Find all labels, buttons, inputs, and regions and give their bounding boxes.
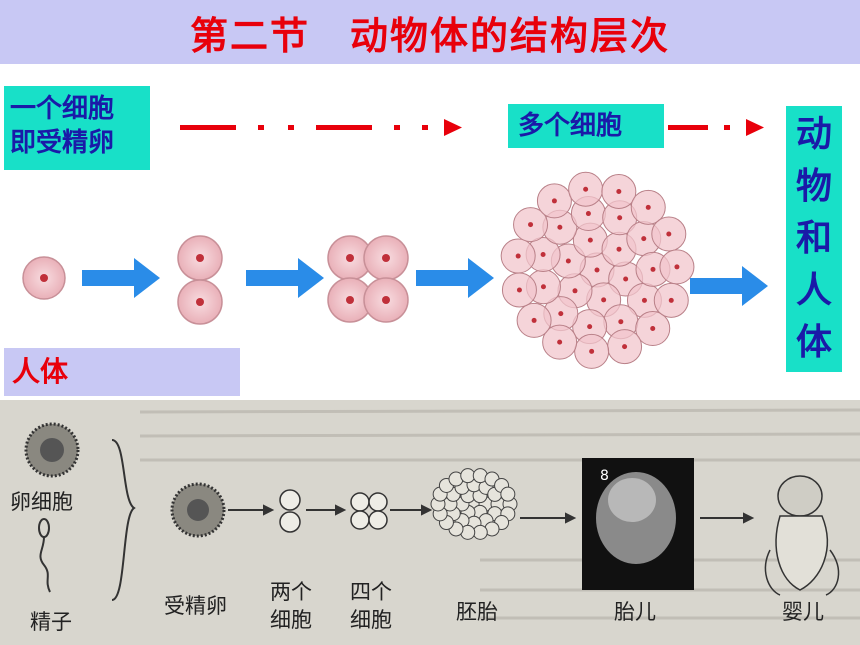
title-bar: 第二节 动物体的结构层次 bbox=[0, 0, 860, 64]
sperm-label: 精子 bbox=[30, 610, 72, 634]
fetus-label: 胎儿 bbox=[614, 600, 656, 624]
cluster-cell-nucleus bbox=[540, 252, 546, 258]
baby-label: 婴儿 bbox=[782, 600, 824, 624]
four-cells-icon bbox=[350, 492, 388, 530]
cluster-cell-nucleus bbox=[601, 297, 607, 303]
sperm-icon bbox=[38, 518, 51, 593]
multi-cell-cluster bbox=[500, 171, 695, 369]
cluster-cell-nucleus bbox=[589, 348, 595, 354]
blue-arrow bbox=[690, 266, 768, 306]
embryo-cell bbox=[460, 468, 476, 484]
baby-icon bbox=[764, 475, 840, 596]
cluster-cell-nucleus bbox=[558, 311, 564, 317]
animal-body-box: 动 物 和 人 体 bbox=[786, 106, 842, 372]
egg-label: 卵细胞 bbox=[10, 490, 73, 514]
human-body-label-text: 人体 bbox=[12, 355, 69, 388]
cluster-cell-nucleus bbox=[668, 297, 674, 303]
cluster-cell-nucleus bbox=[618, 319, 624, 325]
cluster-cell-nucleus bbox=[623, 276, 629, 282]
human-development-photo: 8 卵细胞 精子 受精卵 两个 细胞 四个 细胞 胚胎 胎儿 婴儿 bbox=[0, 400, 860, 645]
cluster-cell-nucleus bbox=[587, 237, 593, 243]
cell-division-diagram bbox=[22, 119, 768, 369]
two-cells-label-1: 两个 bbox=[270, 580, 312, 604]
embryo-cell bbox=[472, 524, 488, 540]
cluster-cell-nucleus bbox=[650, 326, 656, 332]
animal-body-char: 和 bbox=[795, 218, 832, 259]
cluster-cell-nucleus bbox=[650, 266, 656, 272]
cluster-cell-nucleus bbox=[515, 253, 521, 259]
embryo-label: 胚胎 bbox=[456, 600, 498, 624]
cluster-cell-nucleus bbox=[572, 288, 578, 294]
one-cell-line1: 一个细胞 bbox=[10, 94, 115, 124]
one-cell-box: 一个细胞 即受精卵 bbox=[4, 86, 150, 170]
human-body-label: 人体 bbox=[4, 348, 240, 396]
cluster-cell-nucleus bbox=[516, 287, 522, 293]
animal-body-char: 人 bbox=[795, 270, 832, 311]
four-cells-label-1: 四个 bbox=[350, 580, 392, 604]
cluster-cell-nucleus bbox=[616, 188, 622, 194]
cluster-cell-nucleus bbox=[585, 211, 591, 217]
two-cells bbox=[177, 235, 223, 325]
embryo-icon bbox=[430, 468, 518, 540]
dashed-arrow-short bbox=[668, 119, 764, 136]
cluster-cell-nucleus bbox=[557, 224, 563, 230]
cluster-cell-nucleus bbox=[594, 267, 600, 273]
blue-arrow bbox=[246, 258, 324, 298]
cluster-cell-nucleus bbox=[528, 222, 534, 228]
single-cell bbox=[22, 256, 66, 300]
four-cells-label-2: 细胞 bbox=[350, 608, 392, 632]
dashed-arrow-long bbox=[180, 119, 462, 136]
fertilized-egg-label: 受精卵 bbox=[164, 594, 227, 618]
cluster-cell-nucleus bbox=[557, 339, 563, 345]
cluster-cell-nucleus bbox=[617, 215, 623, 221]
animal-body-char: 体 bbox=[795, 322, 832, 363]
cluster-cell-nucleus bbox=[674, 264, 680, 270]
multi-cells-label: 多个细胞 bbox=[518, 111, 623, 141]
one-cell-line2: 即受精卵 bbox=[10, 128, 115, 158]
cluster-cell-nucleus bbox=[583, 186, 589, 192]
page-title: 第二节 动物体的结构层次 bbox=[189, 13, 670, 58]
svg-text:8: 8 bbox=[600, 468, 609, 484]
cluster-cell-nucleus bbox=[540, 284, 546, 290]
cluster-cell-nucleus bbox=[666, 231, 672, 237]
fertilized-egg-icon bbox=[170, 482, 226, 538]
cluster-cell-nucleus bbox=[622, 344, 628, 350]
cluster-cell-nucleus bbox=[565, 258, 571, 264]
cluster-cell-nucleus bbox=[551, 198, 557, 204]
four-cells bbox=[327, 235, 409, 323]
two-cells-icon bbox=[279, 489, 301, 533]
egg-cell-icon bbox=[24, 422, 80, 478]
brace bbox=[111, 439, 136, 601]
cluster-cell-nucleus bbox=[641, 236, 647, 242]
blue-arrow bbox=[416, 258, 494, 298]
multi-cells-box: 多个细胞 bbox=[508, 104, 664, 148]
development-illustration: 8 bbox=[24, 408, 860, 620]
cluster-cell-nucleus bbox=[531, 317, 537, 323]
blue-arrow bbox=[82, 258, 160, 298]
cluster-cell-nucleus bbox=[587, 324, 593, 330]
embryo-cell bbox=[500, 486, 516, 502]
cluster-cell-nucleus bbox=[641, 297, 647, 303]
cluster-cell-nucleus bbox=[616, 246, 622, 252]
fetus-image: 8 bbox=[582, 458, 694, 590]
cluster-cell-nucleus bbox=[645, 204, 651, 210]
two-cells-label-2: 细胞 bbox=[270, 608, 312, 632]
animal-body-char: 物 bbox=[795, 166, 832, 207]
animal-body-char: 动 bbox=[795, 114, 832, 155]
